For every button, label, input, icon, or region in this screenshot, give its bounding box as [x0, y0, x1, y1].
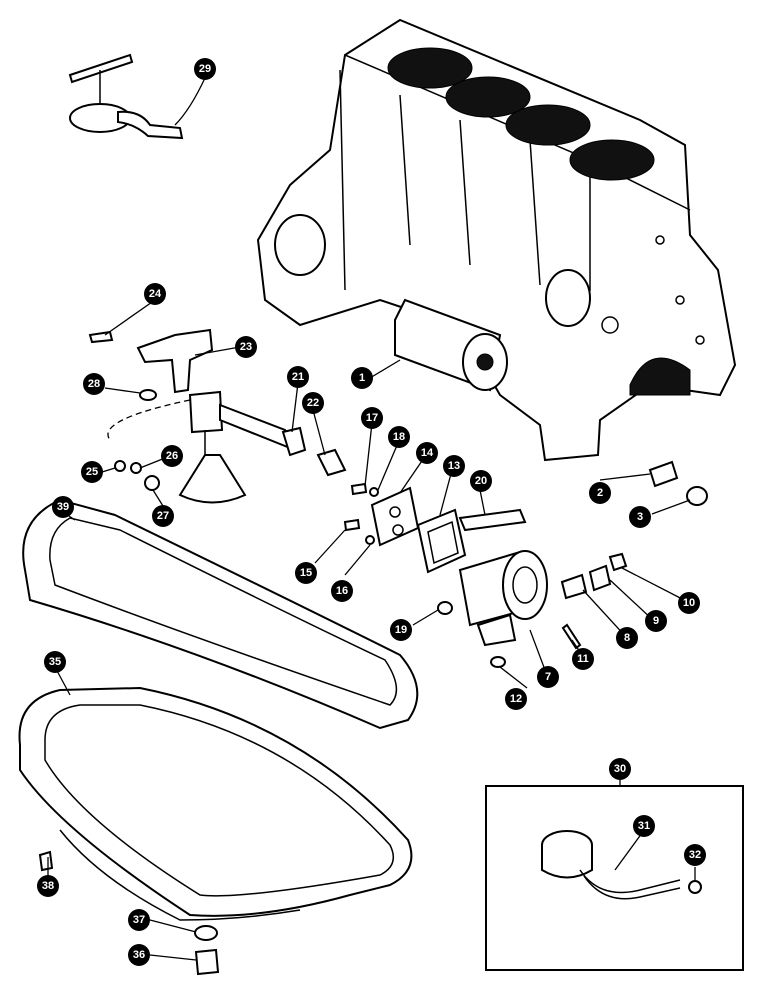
- callout-label: 12: [510, 693, 522, 705]
- pump-gasket: [416, 508, 467, 574]
- pump-strap: [458, 508, 527, 532]
- callout-28: 28: [83, 373, 105, 395]
- callout-label: 21: [292, 371, 304, 383]
- callout-13: 13: [443, 455, 465, 477]
- callout-31: 31: [633, 815, 655, 837]
- callout-label: 11: [577, 653, 589, 665]
- callout-label: 19: [395, 624, 407, 636]
- callout-12: 12: [505, 688, 527, 710]
- callout-label: 24: [149, 288, 162, 300]
- callout-label: 23: [240, 341, 252, 353]
- callout-label: 2: [597, 487, 603, 499]
- callout-27: 27: [152, 505, 174, 527]
- callout-20: 20: [470, 470, 492, 492]
- callout-label: 22: [307, 397, 319, 409]
- callout-label: 9: [653, 615, 659, 627]
- callout-29: 29: [194, 58, 216, 80]
- callout-label: 7: [545, 671, 551, 683]
- callout-23: 23: [235, 336, 257, 358]
- callout-10: 10: [678, 592, 700, 614]
- callout-14: 14: [416, 442, 438, 464]
- callout-18: 18: [388, 426, 410, 448]
- callout-16: 16: [331, 580, 353, 602]
- callout-25: 25: [81, 461, 103, 483]
- callout-36: 36: [128, 944, 150, 966]
- callout-label: 20: [475, 475, 487, 487]
- oil-filter: [394, 298, 508, 392]
- screws-15-17-18: [343, 482, 379, 545]
- callout-39: 39: [52, 496, 74, 518]
- callout-21: 21: [287, 366, 309, 388]
- callout-26: 26: [161, 445, 183, 467]
- engine-block: [256, 18, 737, 462]
- plug-22: [316, 448, 347, 477]
- callout-label: 1: [359, 372, 365, 384]
- drain-plug-parts: [38, 850, 220, 976]
- callout-19: 19: [390, 619, 412, 641]
- pump-cover: [370, 486, 420, 547]
- oil-pan: [18, 686, 413, 921]
- callout-32: 32: [684, 844, 706, 866]
- callout-1: 1: [351, 367, 373, 389]
- nuts-washers: [114, 460, 160, 491]
- callout-label: 30: [614, 763, 626, 775]
- callout-label: 37: [133, 914, 145, 926]
- callout-label: 39: [57, 501, 69, 513]
- callout-label: 26: [166, 450, 178, 462]
- callout-label: 27: [157, 510, 169, 522]
- relief-valve-parts: [490, 552, 628, 668]
- callout-22: 22: [302, 392, 324, 414]
- callout-label: 35: [49, 656, 61, 668]
- callout-2: 2: [589, 482, 611, 504]
- callout-label: 14: [421, 447, 434, 459]
- callout-label: 8: [624, 632, 630, 644]
- callout-label: 28: [88, 378, 100, 390]
- callout-label: 38: [42, 880, 54, 892]
- callout-35: 35: [44, 651, 66, 673]
- oil-pump: [437, 550, 548, 647]
- callout-8: 8: [616, 627, 638, 649]
- callout-label: 32: [689, 849, 701, 861]
- callout-11: 11: [572, 648, 594, 670]
- leader-lines: [47, 77, 696, 961]
- callout-label: 25: [86, 466, 98, 478]
- callout-label: 31: [638, 820, 650, 832]
- callout-7: 7: [537, 666, 559, 688]
- inset-panel: [485, 785, 744, 971]
- callout-label: 13: [448, 460, 460, 472]
- callout-label: 36: [133, 949, 145, 961]
- callout-24: 24: [144, 283, 166, 305]
- callout-label: 16: [336, 585, 348, 597]
- callout-label: 17: [366, 412, 378, 424]
- callout-label: 29: [199, 63, 211, 75]
- bolt-and-washer: [648, 460, 708, 506]
- callout-9: 9: [645, 610, 667, 632]
- mounting-bracket: [88, 328, 214, 401]
- callout-label: 10: [683, 597, 695, 609]
- callout-label: 15: [300, 567, 312, 579]
- callout-30: 30: [609, 758, 631, 780]
- oil-pickup-funnel: [107, 390, 307, 504]
- callout-3: 3: [629, 506, 651, 528]
- callout-17: 17: [361, 407, 383, 429]
- callout-label: 3: [637, 511, 643, 523]
- oil-pickup-tube-top: [68, 53, 184, 140]
- callout-15: 15: [295, 562, 317, 584]
- callout-37: 37: [128, 909, 150, 931]
- callout-38: 38: [37, 875, 59, 897]
- callout-label: 18: [393, 431, 405, 443]
